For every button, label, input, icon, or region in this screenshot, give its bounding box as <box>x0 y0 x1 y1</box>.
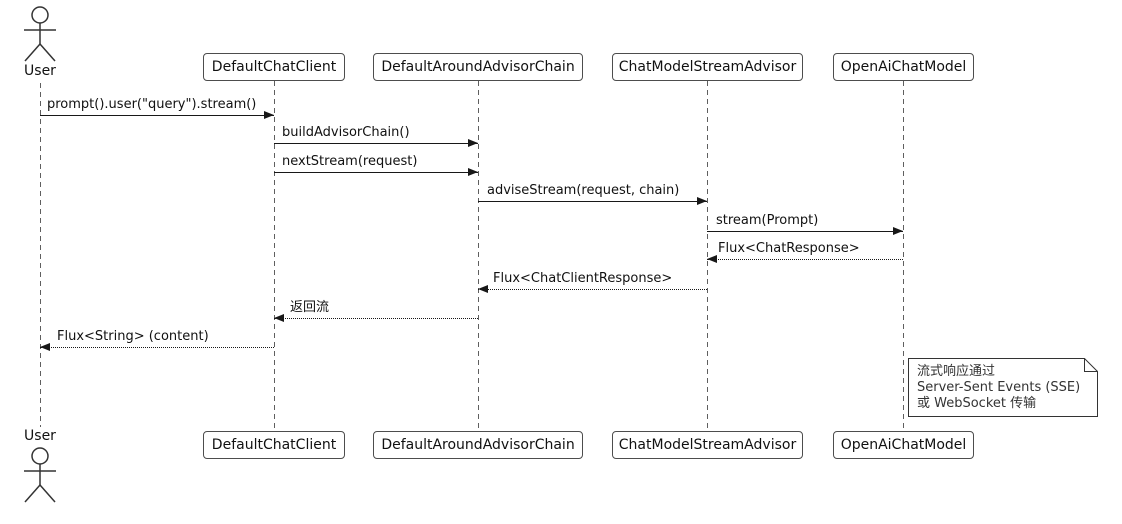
message-line-6 <box>707 259 903 260</box>
actor-label-top: User <box>24 63 56 79</box>
lifeline-openaichatmodel <box>903 81 904 431</box>
message-line-3 <box>274 172 478 173</box>
lifeline-defaultaroundadvisorchain <box>478 81 479 431</box>
message-line-4 <box>478 201 707 202</box>
message-label-7: Flux<ChatClientResponse> <box>493 271 673 286</box>
participant-defaultchatclient-bottom: DefaultChatClient <box>203 431 345 459</box>
note-line-1: 流式响应通过 <box>917 364 996 379</box>
message-label-6: Flux<ChatResponse> <box>718 241 860 256</box>
participant-openaichatmodel-top: OpenAiChatModel <box>833 53 974 81</box>
note-line-2: Server-Sent Events (SSE) <box>917 380 1081 395</box>
message-label-1: prompt().user("query").stream() <box>47 97 257 112</box>
message-label-5: stream(Prompt) <box>716 213 819 228</box>
actor-label-bottom: User <box>24 428 56 444</box>
message-label-8: 返回流 <box>290 300 330 315</box>
message-line-1 <box>40 115 274 116</box>
message-line-5 <box>707 231 903 232</box>
message-label-4: adviseStream(request, chain) <box>487 183 680 198</box>
note-shape-icon <box>908 358 1098 417</box>
arrowhead-right-icon <box>697 197 707 205</box>
note: 流式响应通过 Server-Sent Events (SSE) 或 WebSoc… <box>908 358 1098 421</box>
message-label-2: buildAdvisorChain() <box>282 125 410 140</box>
participant-defaultaroundadvisorchain-top: DefaultAroundAdvisorChain <box>373 53 583 81</box>
user-actor-icon-top <box>17 4 63 64</box>
arrowhead-right-icon <box>468 139 478 147</box>
message-line-7 <box>478 289 707 290</box>
participant-chatmodelstreamadvisor-bottom: ChatModelStreamAdvisor <box>612 431 803 459</box>
user-actor-icon-bottom <box>17 445 63 505</box>
arrowhead-right-icon <box>468 168 478 176</box>
participant-chatmodelstreamadvisor-top: ChatModelStreamAdvisor <box>612 53 803 81</box>
message-line-9 <box>40 347 274 348</box>
message-label-9: Flux<String> (content) <box>57 329 209 344</box>
arrowhead-left-icon <box>707 255 717 263</box>
lifeline-user <box>40 83 41 427</box>
message-label-3: nextStream(request) <box>282 154 418 169</box>
lifeline-defaultchatclient <box>274 81 275 431</box>
arrowhead-left-icon <box>274 314 284 322</box>
participant-defaultchatclient-top: DefaultChatClient <box>203 53 345 81</box>
arrowhead-right-icon <box>264 111 274 119</box>
message-line-2 <box>274 143 478 144</box>
note-line-3: 或 WebSocket 传输 <box>917 396 1037 411</box>
participant-defaultaroundadvisorchain-bottom: DefaultAroundAdvisorChain <box>373 431 583 459</box>
message-line-8 <box>274 318 478 319</box>
arrowhead-left-icon <box>478 285 488 293</box>
arrowhead-right-icon <box>893 227 903 235</box>
participant-openaichatmodel-bottom: OpenAiChatModel <box>833 431 974 459</box>
arrowhead-left-icon <box>40 343 50 351</box>
